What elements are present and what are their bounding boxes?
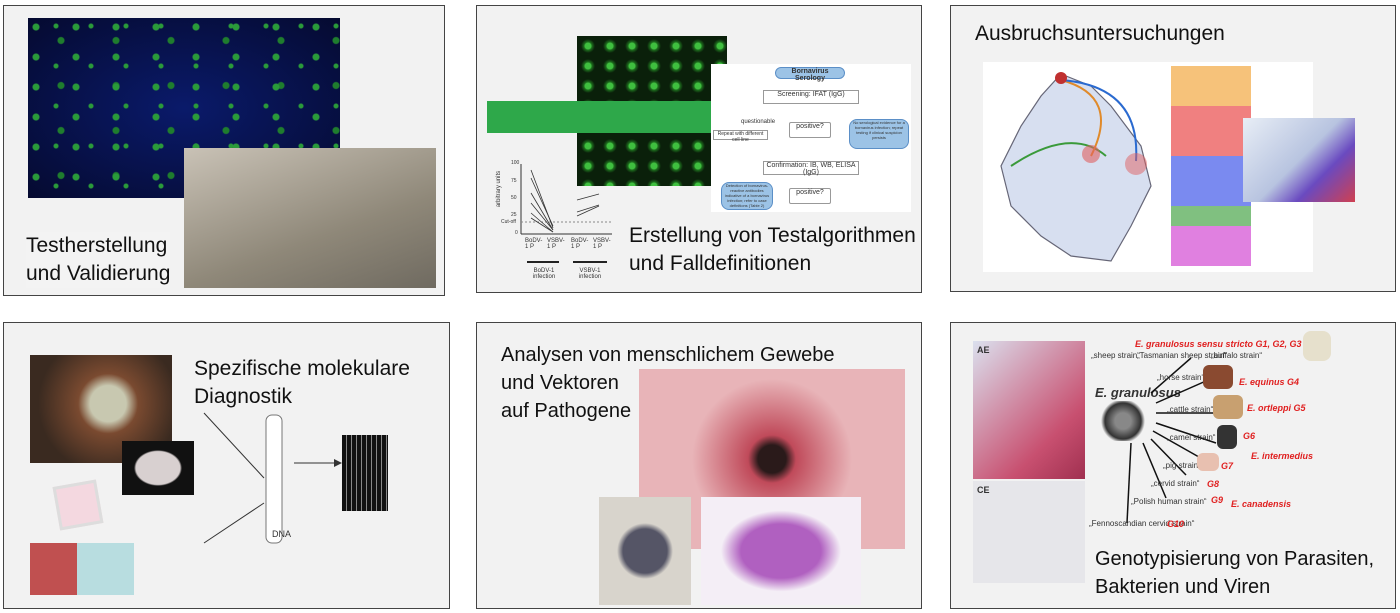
caption-line: Erstellung von Testalgorithmen: [629, 224, 916, 247]
flow-repeat: Repeat with different cell line: [713, 130, 768, 143]
species-label: E. intermedius: [1251, 451, 1314, 461]
elisa-strip: [487, 101, 737, 133]
flow-questionable: questionable: [741, 119, 776, 125]
cyst-image: [1097, 401, 1149, 441]
strain-label: „horse strain“: [1157, 373, 1205, 382]
strain-label: „Fennoscandian cervid strain“: [1089, 519, 1195, 528]
ytick: 100: [511, 160, 520, 166]
species-label: E. ortleppi G5: [1247, 403, 1306, 413]
species-label: E. canadensis: [1231, 499, 1292, 509]
ytick: 50: [511, 195, 517, 201]
label-ce: CE: [977, 485, 990, 495]
germany-map: [1000, 72, 1152, 262]
tissue-slide: [30, 543, 134, 595]
panel-outbreak: Ausbruchsuntersuchungen: [950, 5, 1396, 292]
caption-line: und Vektoren: [501, 372, 619, 394]
dna-label: DNA: [272, 529, 292, 539]
genotype-label: G10: [1167, 519, 1185, 529]
genotype-label: G9: [1211, 495, 1224, 505]
panel-test-algorithms: Bornavirus Serology Screening: IFAT (IgG…: [476, 5, 922, 293]
genotype-label: G6: [1243, 431, 1256, 441]
xtick: VSBV-1 P: [547, 238, 565, 250]
panel-molecular-diagnostics: Spezifische molekulare Diagnostik DNA: [3, 322, 450, 609]
tissue-thumbnail: [52, 479, 104, 531]
strain-label: „cattle strain“: [1167, 405, 1214, 414]
histology-photo: [701, 497, 861, 605]
group-label: BoDV-1 infection: [532, 268, 556, 280]
strain-label: „cervid strain“: [1151, 479, 1200, 488]
caption: Erstellung von Testalgorithmen und Falld…: [629, 222, 916, 278]
caption: Genotypisierung von Parasiten, Bakterien…: [1095, 545, 1374, 601]
plot-ylabel: arbitrary units: [496, 170, 503, 208]
panel-genotyping: AE CE E. granulosus E. granulosus sensu …: [950, 322, 1396, 609]
phylogenetic-tree: [1171, 66, 1251, 266]
panel-title: Ausbruchsuntersuchungen: [975, 22, 1225, 45]
xtick: BoDV-1 P: [571, 238, 589, 250]
flow-decision: positive?: [789, 122, 831, 138]
caption-line: Diagnostik: [194, 385, 293, 408]
pipette-photo: [1243, 118, 1355, 202]
group-label: VSBV-1 infection: [578, 268, 602, 280]
panel-test-production: Testherstellung und Validierung: [3, 5, 445, 296]
tick-photo: [599, 497, 691, 605]
flow-decision-2: positive?: [789, 188, 831, 204]
panel-tissue-analysis: Analysen von menschlichem Gewebe und Vek…: [476, 322, 922, 609]
sheep-image: [1303, 331, 1331, 361]
genotype-label: G8: [1207, 479, 1220, 489]
xtick: VSBV-1 P: [593, 238, 611, 250]
ce-histology: [973, 481, 1085, 583]
caption-line: und Falldefinitionen: [629, 252, 812, 275]
caption-line: Analysen von menschlichem Gewebe: [501, 344, 835, 366]
species-label: E. equinus G4: [1239, 377, 1300, 387]
strain-label: „buffalo strain“: [1211, 351, 1262, 360]
caption: Testherstellung und Validierung: [26, 232, 171, 288]
genotype-label: G7: [1221, 461, 1234, 471]
flow-screening: Screening: IFAT (IgG): [763, 90, 859, 104]
strain-label: „Polish human strain“: [1131, 497, 1207, 506]
strain-label: „Tasmanian sheep strain“: [1137, 351, 1227, 360]
pig-image: [1197, 453, 1219, 471]
cutoff-label: Cut-off: [501, 219, 516, 225]
serology-flowchart: Bornavirus Serology Screening: IFAT (IgG…: [711, 64, 911, 212]
horse-image: [1203, 365, 1233, 389]
caption-line: Testherstellung: [26, 234, 168, 257]
flow-detection: Detection of bornavirus-reactive antibod…: [721, 182, 773, 210]
antibody-plot: [520, 164, 612, 263]
cattle-image: [1213, 395, 1243, 419]
caption-line: auf Pathogene: [501, 400, 632, 422]
test-slides-photo: [184, 148, 436, 288]
strain-label: „pig strain“: [1163, 461, 1201, 470]
strain-label: „camel strain“: [1167, 433, 1216, 442]
larva-photo: [122, 441, 194, 495]
caption: Spezifische molekulare Diagnostik: [194, 355, 410, 411]
center-label: E. granulosus: [1095, 385, 1181, 400]
strain-label: „sheep strain“: [1091, 351, 1140, 360]
camel-image: [1217, 425, 1237, 449]
gel-image: [342, 435, 388, 511]
caption: Analysen von menschlichem Gewebe und Vek…: [501, 341, 835, 425]
flow-title: Bornavirus Serology: [775, 67, 845, 82]
caption-line: Spezifische molekulare: [194, 357, 410, 380]
ytick: 0: [515, 230, 518, 236]
caption-line: und Validierung: [26, 262, 171, 285]
flow-no-evidence: No serological evidence for a bornavirus…: [849, 119, 909, 149]
dna-workflow: [203, 412, 342, 544]
flow-confirmation: Confirmation: IB, WB, ELISA (IgG): [763, 161, 859, 176]
ytick: 25: [511, 212, 517, 218]
ae-histology: [973, 341, 1085, 479]
xtick: BoDV-1 P: [525, 238, 543, 250]
caption-line: Bakterien und Viren: [1095, 576, 1271, 598]
caption-line: Genotypisierung von Parasiten,: [1095, 548, 1375, 570]
label-ae: AE: [977, 345, 990, 355]
ytick: 75: [511, 178, 517, 184]
ss-label: E. granulosus sensu stricto G1, G2, G3: [1135, 339, 1302, 349]
